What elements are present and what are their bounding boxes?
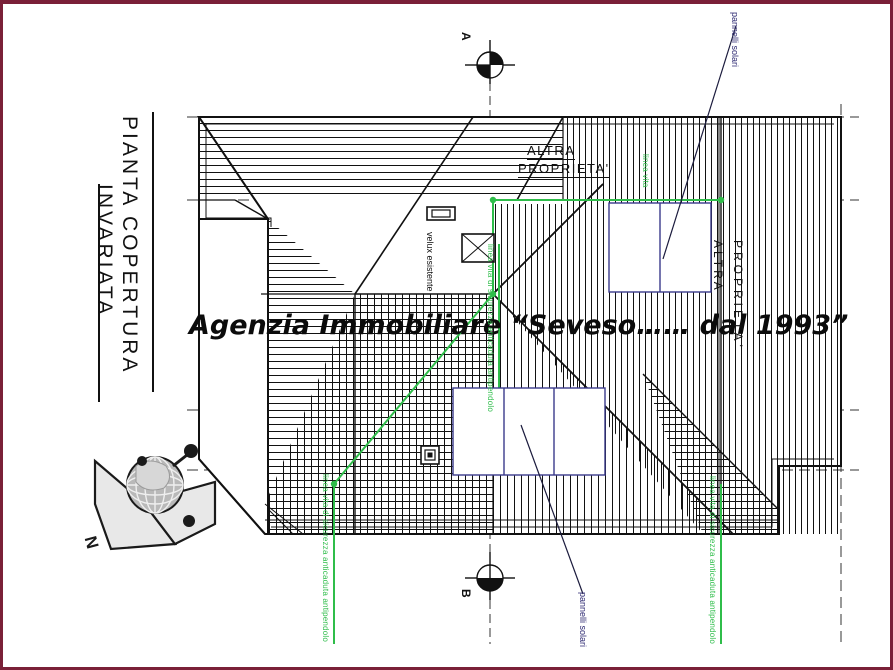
roof-plan-linework [3, 4, 890, 667]
annotation-safety-line-mid: linea vita di sicurezza anticaduta antip… [486, 244, 495, 412]
label-altra-proprieta-top-line2: PROPRIETA' [518, 161, 610, 178]
agency-watermark: Agenzia Immobiliare “Seveso…… dal 1993” [189, 310, 849, 341]
page-title-line-1: PIANTA COPERTURA [118, 116, 141, 375]
north-arrow-graphic [93, 444, 217, 551]
annotation-pannelli-solari-bottom: pannelli solari [578, 592, 588, 648]
label-altra-proprieta-right-line1: ALTRA [711, 240, 725, 293]
label-section-marker-a: A [459, 32, 473, 41]
annotation-safety-line-left: linea vita di sicurezza anticaduta antip… [321, 474, 330, 642]
annotation-linea-vita: linea vita [641, 154, 650, 188]
page-title-line-2: INVARIATA [93, 184, 116, 318]
title-block: PIANTA COPERTURA INVARIATA [93, 112, 155, 402]
label-altra-proprieta-right-line2: PROPRIETA' [731, 240, 745, 351]
annotation-pannelli-solari-top: pannelli solari [730, 12, 740, 68]
label-velux-esistente: velux esistente [425, 232, 435, 292]
title-rule-outer [152, 112, 154, 392]
label-altra-proprieta-top-line1: ALTRA [527, 143, 576, 160]
section-marker-b-graphic [465, 552, 515, 600]
annotation-safety-line-right: linea vita di sicurezza anticaduta antip… [708, 476, 717, 644]
label-section-marker-b: B [459, 589, 473, 598]
section-marker-a-graphic [465, 40, 515, 84]
title-rule-inner [98, 184, 100, 402]
